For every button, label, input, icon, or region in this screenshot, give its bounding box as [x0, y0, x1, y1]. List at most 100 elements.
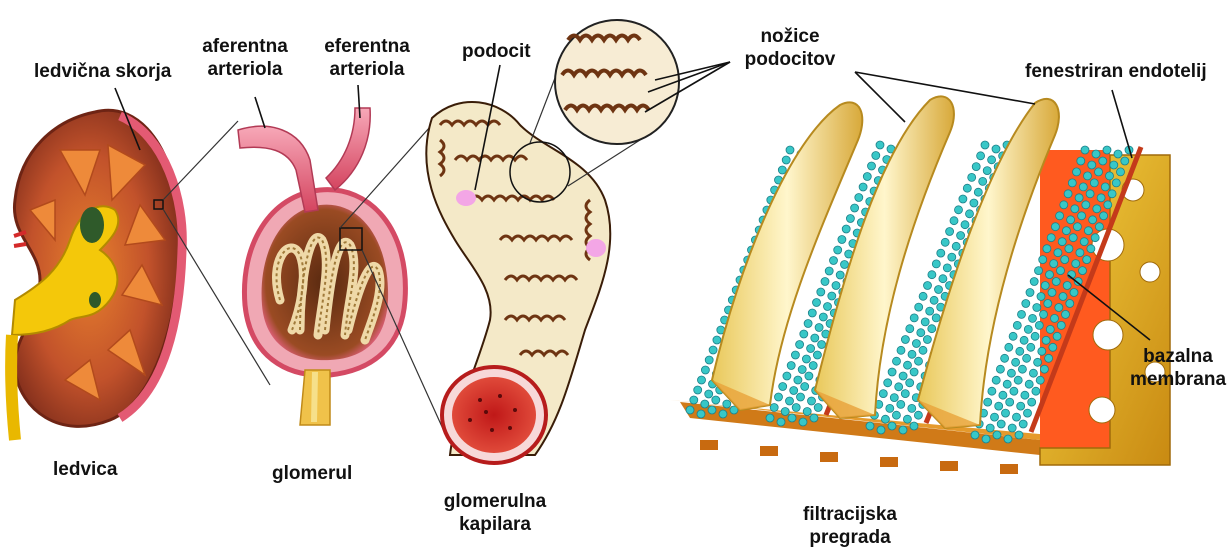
filtration-cell-bead	[1045, 354, 1053, 362]
filtration-cell-bead	[910, 422, 918, 430]
filtration-cell-bead	[932, 314, 940, 322]
filtration-cell-bead	[890, 394, 898, 402]
label-capillary-line2: kapilara	[430, 513, 560, 536]
filtration-cell-bead	[1064, 190, 1072, 198]
filtration-cell-bead	[1031, 332, 1039, 340]
filtration-cell-bead	[974, 188, 982, 196]
filtration-cell-bead	[1088, 161, 1096, 169]
filtration-cell-bead	[1065, 245, 1073, 253]
filtration-cell-bead	[1029, 369, 1037, 377]
filtration-cell-bead	[1072, 260, 1080, 268]
filtration-cell-bead	[1046, 325, 1054, 333]
podocyte-magnifier	[555, 20, 679, 144]
filtration-cell-bead	[914, 411, 922, 419]
filtration-cell-bead	[1071, 205, 1079, 213]
filtration-cell-bead	[1056, 212, 1064, 220]
filtration-cell-bead	[888, 422, 896, 430]
filtration-cell-bead	[986, 424, 994, 432]
filtration-cell-bead	[808, 309, 816, 317]
filtration-cell-bead	[786, 397, 794, 405]
filtration-cell-bead	[919, 346, 927, 354]
filtration-cell-bead	[999, 391, 1007, 399]
filtration-cell-bead	[915, 303, 923, 311]
filtration-cell-bead	[1034, 358, 1042, 366]
filtration-cell-bead	[1023, 354, 1031, 362]
filtration-cell-bead	[1095, 223, 1103, 231]
filtration-cell-bead	[1041, 282, 1049, 290]
filtration-cell-bead	[1057, 321, 1065, 329]
filtration-cell-bead	[939, 275, 947, 283]
filtration-cell-bead	[1106, 172, 1114, 180]
filtration-cell-bead	[957, 232, 965, 240]
filtration-cell-bead	[1057, 267, 1065, 275]
filtration-cell-bead	[1009, 332, 1017, 340]
podocyte-nucleus	[456, 190, 476, 206]
filtration-cell-bead	[1089, 216, 1097, 224]
filtration-cell-bead	[802, 355, 810, 363]
filtration-cell-bead	[1018, 310, 1026, 318]
filtration-cell-bead	[1036, 376, 1044, 384]
filtration-cell-bead	[1033, 304, 1041, 312]
filtration-cell-bead	[1059, 293, 1067, 301]
filtration-cell-bead	[1077, 157, 1085, 165]
filtration-cell-bead	[786, 146, 794, 154]
filtration-cell-bead	[1039, 256, 1047, 264]
filtration-cell-bead	[712, 396, 720, 404]
filtration-cell-bead	[1049, 343, 1057, 351]
filtration-cell-bead	[1014, 376, 1022, 384]
filtration-cell-bead	[817, 288, 825, 296]
filtration-cell-bead	[906, 379, 914, 387]
filtration-cell-bead	[955, 206, 963, 214]
filtration-cell-bead	[892, 411, 900, 419]
filtration-cell-bead	[901, 336, 909, 344]
filtration-cell-bead	[1103, 146, 1111, 154]
filtration-cell-bead	[1037, 293, 1045, 301]
filtration-cell-bead	[943, 264, 951, 272]
label-basement-line1: bazalna	[1128, 345, 1228, 368]
filtration-cell-bead	[921, 318, 929, 326]
filtration-cell-bead	[930, 296, 938, 304]
filtration-cell-bead	[810, 414, 818, 422]
filtration-cell-bead	[1100, 212, 1108, 220]
filtration-cell-bead	[804, 320, 812, 328]
filtration-cell-bead	[899, 372, 907, 380]
filtration-cell-bead	[937, 249, 945, 257]
filtration-cell-bead	[926, 307, 934, 315]
label-podocyte-feet-line2: podocitov	[740, 48, 840, 71]
filtration-cell-bead	[1084, 227, 1092, 235]
filtration-cell-bead	[790, 387, 798, 395]
filtration-cell-bead	[977, 152, 985, 160]
filtration-cell-bead	[1015, 431, 1023, 439]
filtration-cell-bead	[1005, 343, 1013, 351]
filtration-cell-bead	[1035, 321, 1043, 329]
filtration-cell-bead	[1091, 234, 1099, 242]
filtration-cell-bead	[838, 236, 846, 244]
filtration-cell-bead	[1060, 201, 1068, 209]
filtration-cell-bead	[1035, 267, 1043, 275]
filtration-cell-bead	[908, 350, 916, 358]
filtration-cell-bead	[1062, 227, 1070, 235]
filtration-cell-bead	[906, 325, 914, 333]
filtration-cell-bead	[1087, 245, 1095, 253]
filtration-cell-bead	[719, 410, 727, 418]
filtration-cell-bead	[1003, 380, 1011, 388]
filtration-cell-bead	[851, 204, 859, 212]
filtration-cell-bead	[1024, 325, 1032, 333]
filtration-cell-bead	[808, 397, 816, 405]
filtration-cell-bead	[782, 156, 790, 164]
filtration-cell-bead	[697, 410, 705, 418]
filtration-cell-bead	[1095, 168, 1103, 176]
filtration-cell-bead	[982, 435, 990, 443]
label-podocyte: podocit	[462, 40, 531, 63]
filtration-cell-bead	[1051, 314, 1059, 322]
label-basement-line2: membrana	[1128, 368, 1228, 391]
filtration-cell-bead	[971, 431, 979, 439]
filtration-cell-bead	[995, 402, 1003, 410]
filtration-cell-bead	[796, 341, 804, 349]
filtration-cell-bead	[919, 292, 927, 300]
filtration-cell-bead	[792, 404, 800, 412]
filtration-cell-bead	[901, 390, 909, 398]
filtration-cell-bead	[879, 390, 887, 398]
filtration-cell-bead	[941, 238, 949, 246]
